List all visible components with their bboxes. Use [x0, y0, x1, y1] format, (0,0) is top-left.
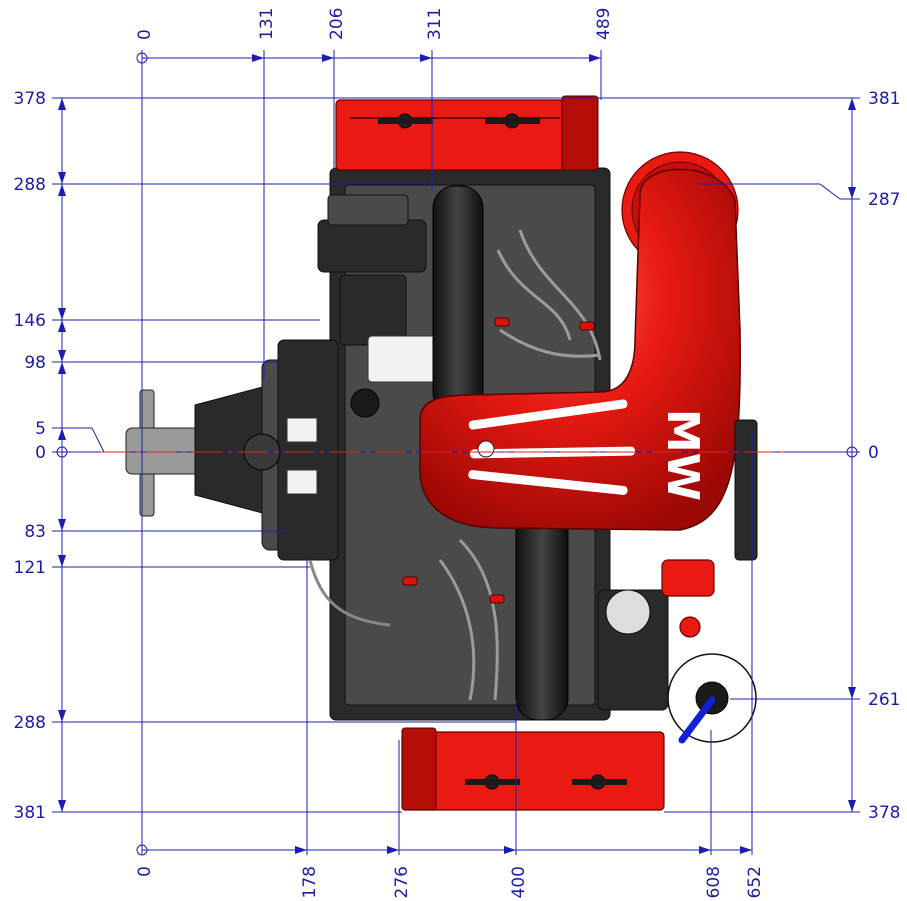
spark-plug-caps [402, 317, 595, 604]
dim-bottom-276: 276 [392, 866, 412, 898]
engine-logo: MW [657, 409, 708, 501]
dim-left-5: 5 [35, 419, 46, 439]
exhaust-pipes [432, 185, 569, 721]
dim-bottom-0: 0 [135, 866, 155, 877]
dim-left-121: 121 [14, 558, 46, 578]
dim-right-381: 381 [868, 89, 900, 109]
dimension-lines [52, 50, 860, 856]
top-cylinder-head [335, 95, 599, 171]
dim-bottom-608: 608 [704, 866, 724, 898]
dim-bottom-178: 178 [300, 866, 320, 898]
air-intake: MW [419, 151, 741, 531]
dim-left-0: 0 [35, 443, 46, 463]
top-dimension-labels: 0 131 206 311 489 [135, 8, 614, 40]
bottom-dimension-labels: 0 178 276 400 608 652 [135, 866, 765, 898]
dim-right-287: 287 [868, 190, 900, 210]
spark-plug-leads [308, 229, 602, 701]
left-dimension-labels: 378 288 146 98 5 0 83 121 288 381 [14, 89, 46, 823]
dim-left-378: 378 [14, 89, 46, 109]
engine-illustration: MW [125, 95, 758, 811]
dim-left-288-top: 288 [14, 175, 46, 195]
dim-left-381: 381 [14, 803, 46, 823]
dim-left-83: 83 [24, 522, 46, 542]
dim-bottom-652: 652 [745, 866, 765, 898]
dim-top-206: 206 [327, 8, 347, 40]
dim-right-378: 378 [868, 803, 900, 823]
dim-top-489: 489 [594, 8, 614, 40]
dim-left-288-bottom: 288 [14, 713, 46, 733]
right-dimension-labels: 381 287 0 261 378 [868, 89, 900, 823]
dim-top-311: 311 [425, 8, 445, 40]
ignition-unit [317, 194, 441, 418]
dim-left-98: 98 [24, 353, 46, 373]
dim-top-131: 131 [257, 8, 277, 40]
dim-right-261: 261 [868, 690, 900, 710]
dim-left-146: 146 [14, 311, 46, 331]
dim-top-0: 0 [135, 29, 155, 40]
dim-bottom-400: 400 [509, 866, 529, 898]
dim-right-0: 0 [868, 443, 879, 463]
bottom-cylinder-head [401, 727, 665, 811]
gearbox-assembly [125, 339, 339, 561]
